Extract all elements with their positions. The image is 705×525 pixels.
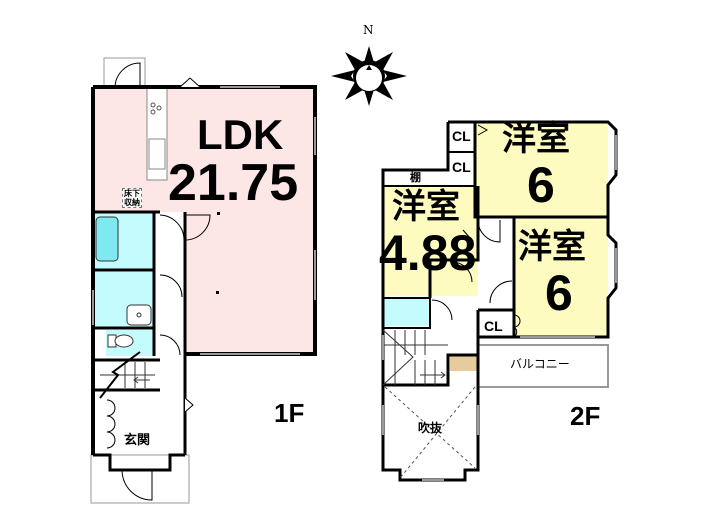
underfloor-storage-line1: 床下 [124, 189, 140, 198]
room-a-size: 6 [527, 157, 555, 213]
western-room-6a [475, 122, 608, 217]
closet-label-1: CL [452, 128, 471, 144]
underfloor-storage-label: 床下 収納 [122, 188, 142, 208]
toilet-2f [384, 298, 429, 326]
floor-1-label: 1F [274, 398, 305, 428]
atrium-label: 吹抜 [418, 421, 443, 435]
closet-label-3: CL [484, 318, 503, 334]
room-c-name: 洋室 [518, 227, 586, 267]
floor-1-plan [90, 57, 317, 504]
ldk-room-size: 21.75 [168, 154, 299, 212]
compass-north-label: N [363, 23, 374, 37]
underfloor-storage-line2: 収納 [124, 198, 140, 207]
balcony-label: バルコニー [510, 357, 570, 371]
room-b-name: 洋室 [392, 187, 460, 227]
floor-2-plan [381, 120, 618, 482]
ldk-room-name: LDK [197, 111, 284, 158]
room-c-size: 6 [545, 265, 573, 321]
room-b-size: 4.88 [379, 225, 477, 281]
shelf-label: 棚 [410, 171, 421, 184]
room-a-name: 洋室 [502, 119, 570, 159]
western-room-6b [514, 217, 608, 337]
compass-rose-icon [331, 46, 407, 106]
floor-2-label: 2F [570, 401, 601, 431]
entrance-label: 玄関 [124, 433, 151, 448]
landing [450, 356, 477, 371]
closet-label-2: CL [452, 159, 471, 175]
